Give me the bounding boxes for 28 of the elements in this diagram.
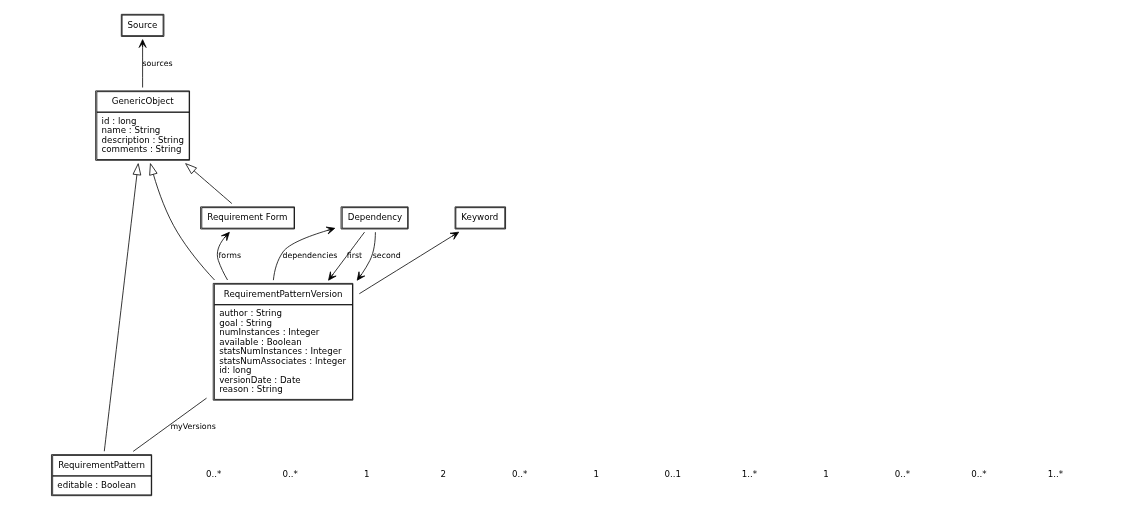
arrow bbox=[216, 231, 230, 281]
label: 0..* bbox=[512, 469, 528, 480]
edge-label: first bbox=[346, 251, 363, 261]
label: 1..* bbox=[1047, 469, 1064, 480]
arrow bbox=[103, 163, 142, 452]
label: 1..* bbox=[741, 469, 758, 480]
label: 2 bbox=[440, 469, 446, 480]
arrow bbox=[273, 226, 336, 281]
arrow bbox=[358, 231, 460, 295]
label: 0..* bbox=[282, 469, 298, 480]
arrow bbox=[328, 231, 365, 281]
label: 0..1 bbox=[664, 469, 682, 480]
edge-label: second bbox=[372, 251, 401, 261]
label: 1 bbox=[363, 469, 370, 480]
label: 1 bbox=[593, 469, 600, 480]
edge-label: sources bbox=[142, 58, 173, 68]
arrow bbox=[185, 163, 233, 204]
edge-label: dependencies bbox=[282, 251, 338, 261]
label: 1 bbox=[823, 469, 829, 480]
label: 0..* bbox=[971, 469, 987, 480]
arrow bbox=[356, 231, 376, 281]
connector bbox=[132, 397, 207, 452]
arrow bbox=[149, 163, 215, 281]
edge-label: forms bbox=[218, 251, 242, 261]
label: 0..* bbox=[894, 469, 911, 480]
edge-label: myVersions bbox=[170, 422, 216, 432]
label: 0..* bbox=[205, 469, 222, 480]
arrow bbox=[138, 39, 147, 88]
